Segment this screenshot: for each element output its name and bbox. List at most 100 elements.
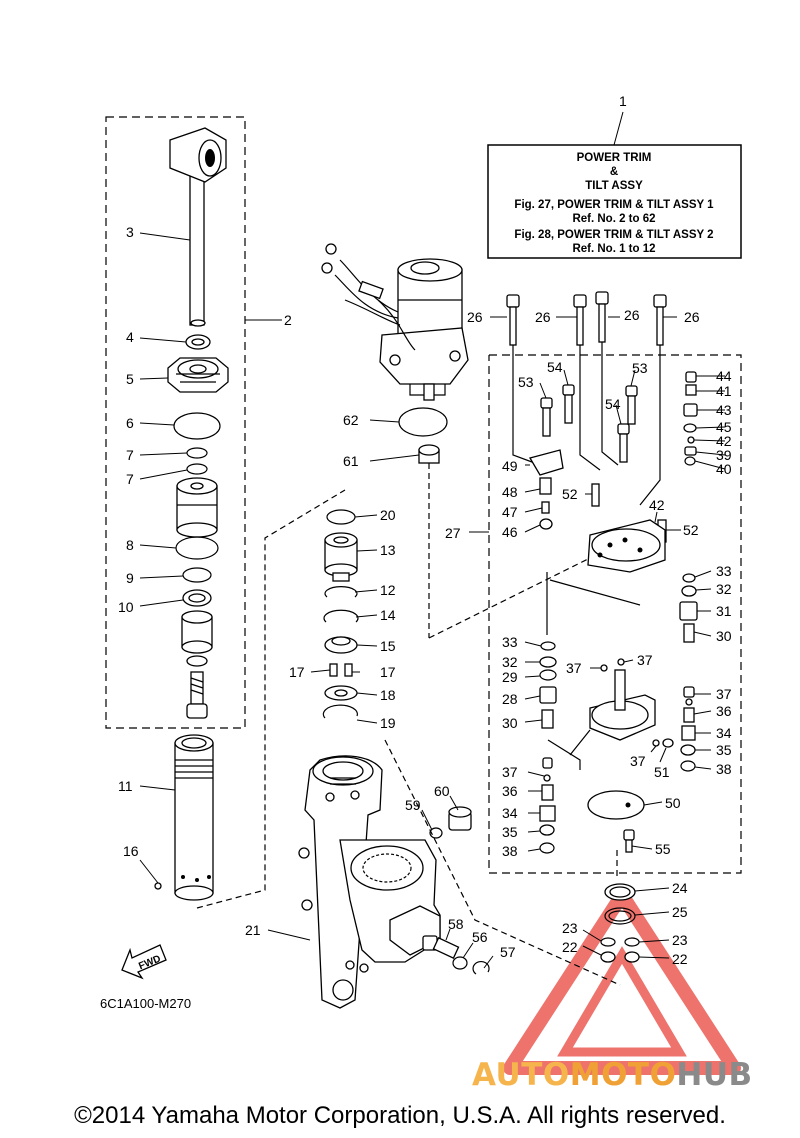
ref-fig27: Fig. 27, POWER TRIM & TILT ASSY 1 (514, 199, 714, 211)
middle-column-parts (322, 509, 359, 719)
callout-14: 14 (380, 607, 396, 623)
callout-55: 55 (655, 841, 671, 857)
callout-16: 16 (123, 843, 139, 859)
callout-20: 20 (380, 507, 396, 523)
callout-37b: 37 (637, 652, 653, 668)
callout-53a: 53 (518, 374, 534, 390)
callout-5: 5 (126, 371, 134, 387)
callout-39: 39 (716, 447, 732, 463)
callout-26c: 26 (624, 307, 640, 323)
watermark-part1: AUTO (472, 1057, 570, 1093)
callout-23a: 23 (562, 920, 578, 936)
callout-37d: 37 (630, 753, 646, 769)
motor-assembly (321, 243, 469, 401)
callout-34b: 34 (716, 725, 732, 741)
callout-49: 49 (502, 458, 518, 474)
callout-30a: 30 (502, 715, 518, 731)
callout-42a: 42 (716, 433, 732, 449)
callout-45: 45 (716, 419, 732, 435)
watermark-part3: HUB (676, 1057, 753, 1093)
ref-title-2: & (610, 166, 618, 178)
callout-38b: 38 (502, 843, 518, 859)
part-61 (418, 444, 591, 639)
callout-36a: 36 (502, 783, 518, 799)
callout-40: 40 (716, 461, 732, 477)
callout-22a: 22 (562, 939, 578, 955)
callout-42b: 42 (649, 497, 665, 513)
callout-54b: 54 (605, 396, 621, 412)
callout-32b: 32 (716, 581, 732, 597)
callout-48: 48 (502, 484, 518, 500)
copyright-notice: ©2014 Yamaha Motor Corporation, U.S.A. A… (74, 1102, 726, 1129)
callout-36b: 36 (716, 703, 732, 719)
left-column-parts (139, 127, 346, 909)
watermark-part2: MOTO (569, 1057, 677, 1093)
callout-46: 46 (502, 524, 518, 540)
callout-21: 21 (245, 922, 261, 938)
callout-32a: 32 (502, 654, 518, 670)
callout-7b: 7 (126, 471, 134, 487)
group-box-left (105, 116, 282, 729)
callout-8: 8 (126, 537, 134, 553)
callout-2: 2 (284, 312, 292, 328)
callout-26a: 26 (467, 309, 483, 325)
ref-fig27-range: Ref. No. 2 to 62 (572, 213, 655, 225)
ref-title-3: TILT ASSY (585, 180, 643, 192)
watermark-logo: AUTOMOTOHUB (472, 1057, 753, 1093)
callout-19: 19 (380, 715, 396, 731)
callout-labels: 1 2 3 4 5 6 7 7 8 9 10 11 12 13 14 15 16… (118, 93, 732, 967)
callout-53b: 53 (632, 360, 648, 376)
callout-62: 62 (343, 412, 359, 428)
callout-1: 1 (619, 93, 627, 109)
callout-51: 51 (654, 764, 670, 780)
callout-41: 41 (716, 383, 732, 399)
callout-12: 12 (380, 582, 396, 598)
callout-54a: 54 (547, 359, 563, 375)
callout-58: 58 (448, 916, 464, 932)
watermark-triangle (503, 888, 741, 1075)
callout-26b: 26 (535, 309, 551, 325)
callout-34a: 34 (502, 805, 518, 821)
callout-56: 56 (472, 929, 488, 945)
group-box-right (488, 354, 742, 874)
callout-17a: 17 (289, 664, 305, 680)
callout-22b: 22 (672, 951, 688, 967)
callout-37e: 37 (502, 764, 518, 780)
callout-59: 59 (405, 797, 421, 813)
callout-4: 4 (126, 329, 134, 345)
ref-title-1: POWER TRIM (577, 152, 652, 164)
valve-parts-lower (539, 572, 698, 880)
callout-30b: 30 (716, 628, 732, 644)
leader-lines (139, 232, 726, 969)
callout-15: 15 (380, 638, 396, 654)
callout-33b: 33 (716, 563, 732, 579)
callout-3: 3 (126, 224, 134, 240)
cylinder-body-21 (298, 755, 441, 1009)
callout-6: 6 (126, 415, 134, 431)
ref-fig28: Fig. 28, POWER TRIM & TILT ASSY 2 (514, 229, 713, 241)
callout-35b: 35 (716, 742, 732, 758)
diagram-code: 6C1A100-M270 (100, 996, 192, 1011)
callout-35a: 35 (502, 824, 518, 840)
callout-37c: 37 (716, 686, 732, 702)
callout-25: 25 (672, 904, 688, 920)
callout-10: 10 (118, 599, 134, 615)
callout-60: 60 (434, 783, 450, 799)
callout-13: 13 (380, 542, 396, 558)
bolts-26 (506, 291, 667, 506)
callout-17b: 17 (380, 664, 396, 680)
callout-29: 29 (502, 669, 518, 685)
callout-43: 43 (716, 402, 732, 418)
valve-parts-upper (529, 371, 698, 573)
callout-44: 44 (716, 368, 732, 384)
callout-31: 31 (716, 603, 732, 619)
callout-28: 28 (502, 691, 518, 707)
callout-61: 61 (343, 453, 359, 469)
callout-52a: 52 (562, 486, 578, 502)
fittings (422, 806, 490, 975)
callout-33a: 33 (502, 634, 518, 650)
callout-18: 18 (380, 687, 396, 703)
callout-27: 27 (445, 525, 461, 541)
